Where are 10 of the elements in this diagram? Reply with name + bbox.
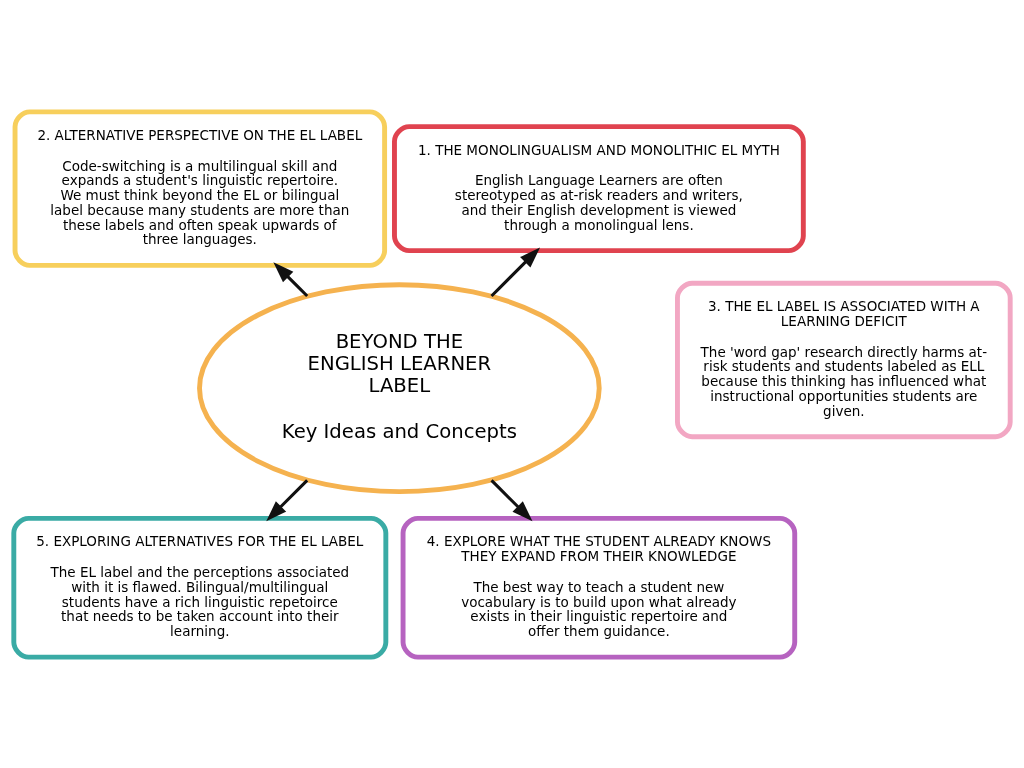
arrow: [490, 478, 533, 521]
arrow: [490, 247, 541, 297]
arrow: [273, 261, 309, 297]
node-box: 4. EXPLORE WHAT THE STUDENT ALREADY KNOWS THEY EXPAND FROM THEIR KNOWLEDGE The best way to teach a student new vocabulary is to build upon what already exists in their linguistic repertoire and offer them guidance.: [400, 515, 798, 660]
node-ellipse: BEYOND THE ENGLISH LEARNER LABEL Key Ideas and Concepts: [197, 281, 602, 494]
node-box: 5. EXPLORING ALTERNATIVES FOR THE EL LABEL The EL label and the perceptions associated with it is flawed. Bilingual/multilingual students have a rich linguistic repetoirce that needs to be taken account into their learning.: [11, 515, 389, 660]
node-box: 3. THE EL LABEL IS ASSOCIATED WITH A LEARNING DEFICIT The 'word gap' research directly harms at-risk students and students labeled as ELL because this thinking has influenced what instructional opportunities students are given.: [675, 280, 1013, 439]
arrow: [266, 478, 309, 521]
node-box: 2. ALTERNATIVE PERSPECTIVE ON THE EL LABEL Code-switching is a multilingual skill and expands a student's linguistic repertoire. We must think beyond the EL or bilingual label because many students are more than these labels and often speak upwards of three languages.: [12, 108, 388, 268]
node-box: 1. THE MONOLINGUALISM AND MONOLITHIC EL MYTH English Language Learners are often stereotyped as at-risk readers and writers, and their English development is viewed through a monolingual lens.: [392, 123, 806, 253]
